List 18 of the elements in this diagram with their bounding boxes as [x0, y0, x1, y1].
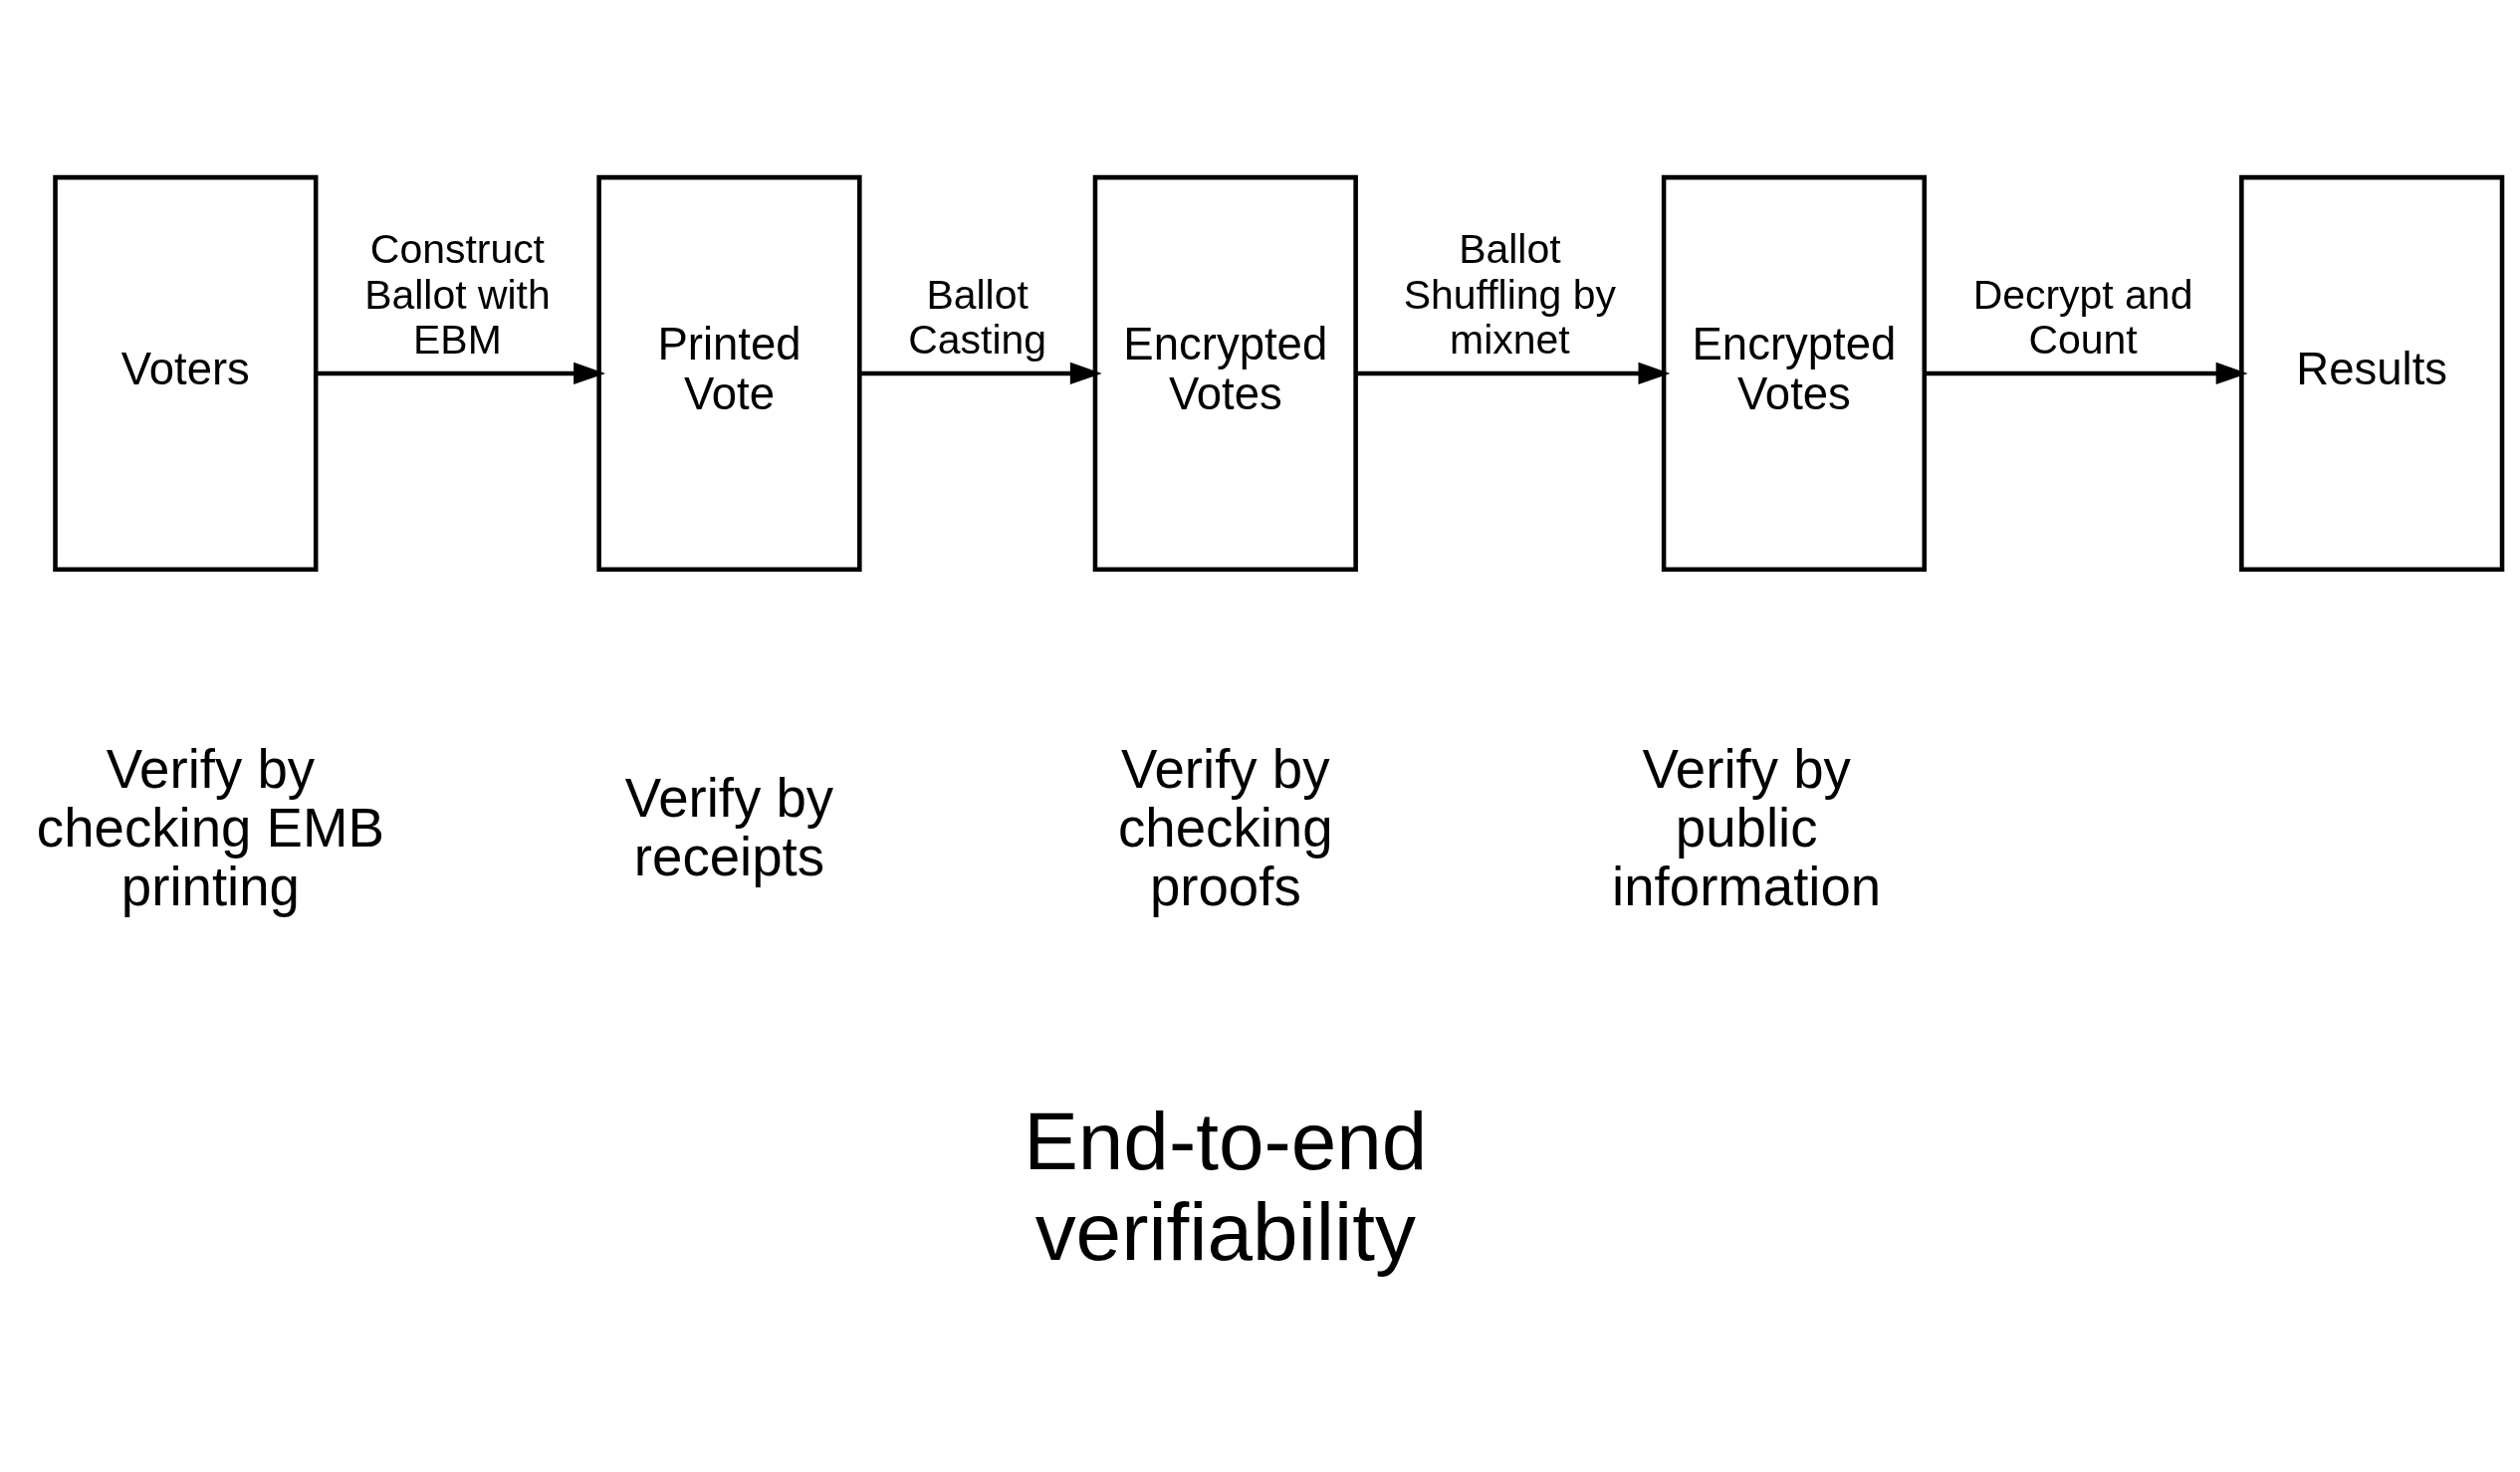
- label: Verify by public information: [1612, 738, 1882, 917]
- node-box: Encrypted Votes: [1661, 174, 1928, 573]
- label: Verify by receipts: [624, 768, 834, 888]
- arrow: [859, 362, 1102, 385]
- edge-label: Decrypt and Count: [1972, 271, 2193, 364]
- node-box: Printed Vote: [596, 174, 862, 573]
- node-box: Encrypted Votes: [1092, 174, 1358, 573]
- label: Verify by checking proofs: [1118, 738, 1333, 917]
- edge-label: Construct Ballot with EBM: [364, 226, 551, 364]
- arrow: [316, 362, 606, 385]
- label: Verify by checking EMB printing: [36, 738, 384, 917]
- node-box: Results: [2239, 174, 2505, 573]
- arrow: [1355, 362, 1671, 385]
- label: End-to-end verifiability: [1024, 1096, 1428, 1278]
- edge-label: Ballot Casting: [908, 271, 1047, 364]
- edge-label: Ballot Shuffling by mixnet: [1403, 226, 1616, 364]
- arrow: [1924, 362, 2248, 385]
- node-box: Voters: [53, 174, 319, 573]
